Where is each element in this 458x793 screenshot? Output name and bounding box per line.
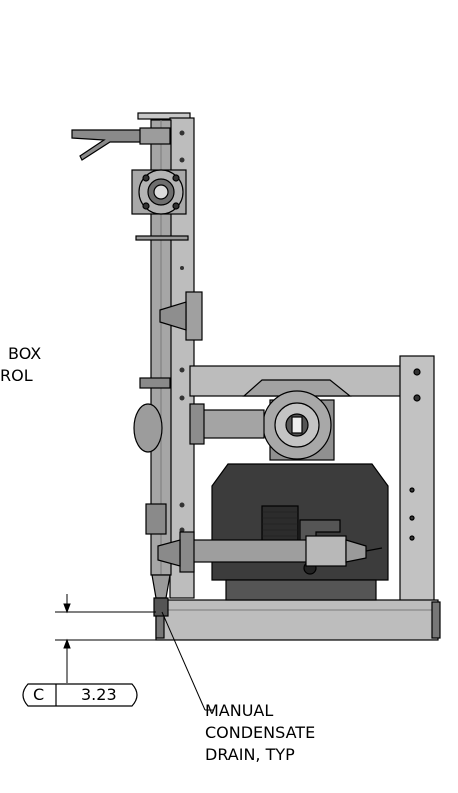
motor: [211, 463, 389, 601]
callout-text-bottom: ROL: [0, 366, 33, 385]
blower: [189, 390, 335, 461]
post-bolts: [179, 130, 185, 533]
vertical-column: [137, 112, 195, 599]
drain-note-line-3: DRAIN, TYP: [205, 745, 295, 764]
drain-note-line-2: CONDENSATE: [205, 723, 316, 742]
valve-handle: [71, 127, 171, 161]
upper-flange: [131, 169, 189, 241]
drain-valve: [145, 503, 171, 617]
dimension-badge: [22, 683, 138, 707]
dimension-value: 3.23: [81, 685, 117, 704]
mid-flange: [133, 377, 171, 453]
dimension-lines: [55, 594, 214, 711]
discharge-pipe: [157, 531, 383, 573]
column-bracket: [159, 291, 203, 341]
drain-note: MANUAL CONDENSATE DRAIN, TYP: [205, 700, 315, 766]
callout-text-top: BOX: [8, 344, 42, 363]
dimension-letter: C: [33, 685, 45, 704]
drain-note-line-1: MANUAL: [205, 701, 274, 720]
